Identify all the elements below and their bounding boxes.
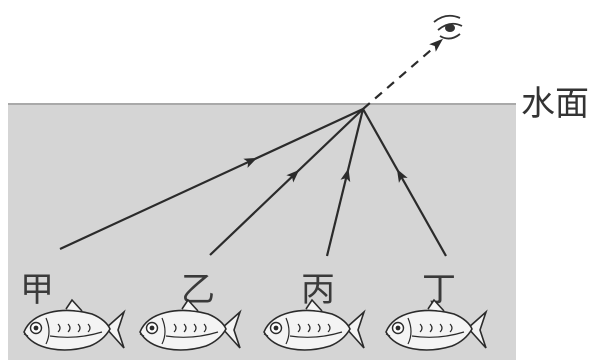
fish-label-ding: 丁 xyxy=(422,270,456,310)
ray-arrow-jia xyxy=(243,157,258,168)
light-rays xyxy=(59,38,447,257)
refracted-ray xyxy=(362,49,432,110)
fish-icon-bing xyxy=(263,298,366,351)
eye-icon xyxy=(433,14,463,40)
fish-label-bing: 丙 xyxy=(301,270,335,310)
ray-arrow-yi xyxy=(286,169,300,183)
fish-label-jia: 甲 xyxy=(20,270,54,310)
fish-icon-jia xyxy=(23,298,126,351)
ray-arrow-bing xyxy=(340,168,351,183)
ray-arrow-ding xyxy=(396,169,408,183)
ray-jia xyxy=(59,108,364,250)
fish-icon-ding xyxy=(385,298,488,351)
ray-ding xyxy=(362,108,447,257)
fish-group xyxy=(23,298,488,351)
ray-bing xyxy=(325,108,365,257)
refracted-ray-arrow xyxy=(429,38,444,52)
fish-icon-yi xyxy=(139,298,242,351)
ray-yi xyxy=(209,108,364,256)
water-surface-label: 水面 xyxy=(521,84,589,124)
